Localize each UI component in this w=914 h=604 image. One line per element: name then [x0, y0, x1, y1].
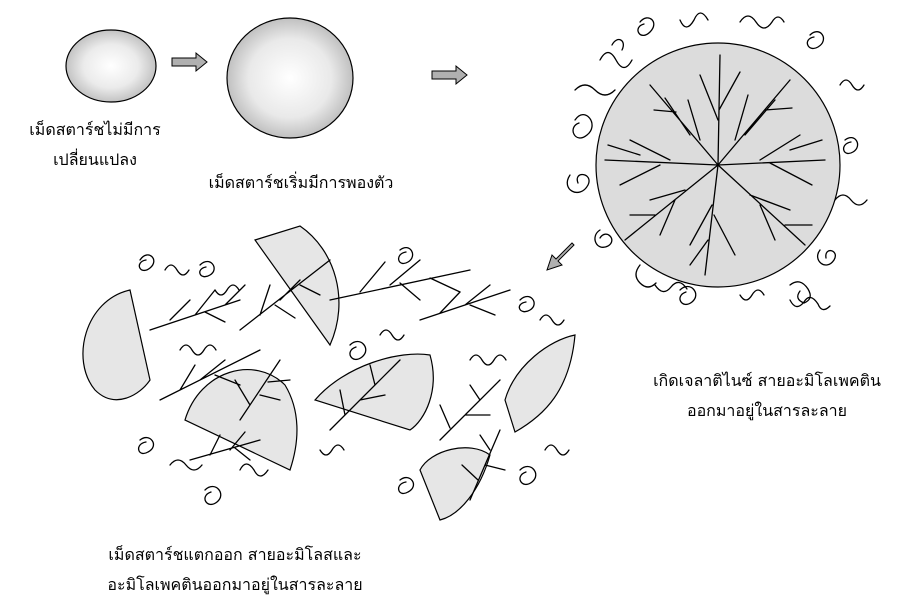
caption-stage2-line1: เม็ดสตาร์ชเริ่มมีการพองตัว — [196, 168, 406, 198]
caption-stage4-line2: อะมิโลเพคตินออกมาอยู่ในสารละลาย — [45, 570, 425, 600]
arrow-2 — [432, 66, 467, 84]
arrow-1 — [172, 53, 207, 71]
gelatinized-granule — [567, 13, 867, 310]
arrow-3 — [547, 243, 574, 270]
caption-stage4: เม็ดสตาร์ชแตกออก สายอะมิโลสและ อะมิโลเพค… — [45, 540, 425, 600]
caption-stage3-line2: ออกมาอยู่ในสารละลาย — [620, 396, 914, 426]
caption-stage3: เกิดเจลาติไนซ์ สายอะมิโลเพคติน ออกมาอยู่… — [620, 366, 914, 426]
caption-stage1: เม็ดสตาร์ชไม่มีการ เปลี่ยนแปลง — [0, 115, 190, 175]
caption-stage1-line2: เปลี่ยนแปลง — [0, 145, 190, 175]
caption-stage3-line1: เกิดเจลาติไนซ์ สายอะมิโลเพคติน — [620, 366, 914, 396]
caption-stage2: เม็ดสตาร์ชเริ่มมีการพองตัว — [196, 168, 406, 198]
intact-granule — [66, 30, 156, 102]
swollen-granule — [227, 18, 353, 138]
caption-stage1-line1: เม็ดสตาร์ชไม่มีการ — [0, 115, 190, 145]
burst-granule-fragments — [83, 226, 575, 520]
caption-stage4-line1: เม็ดสตาร์ชแตกออก สายอะมิโลสและ — [45, 540, 425, 570]
